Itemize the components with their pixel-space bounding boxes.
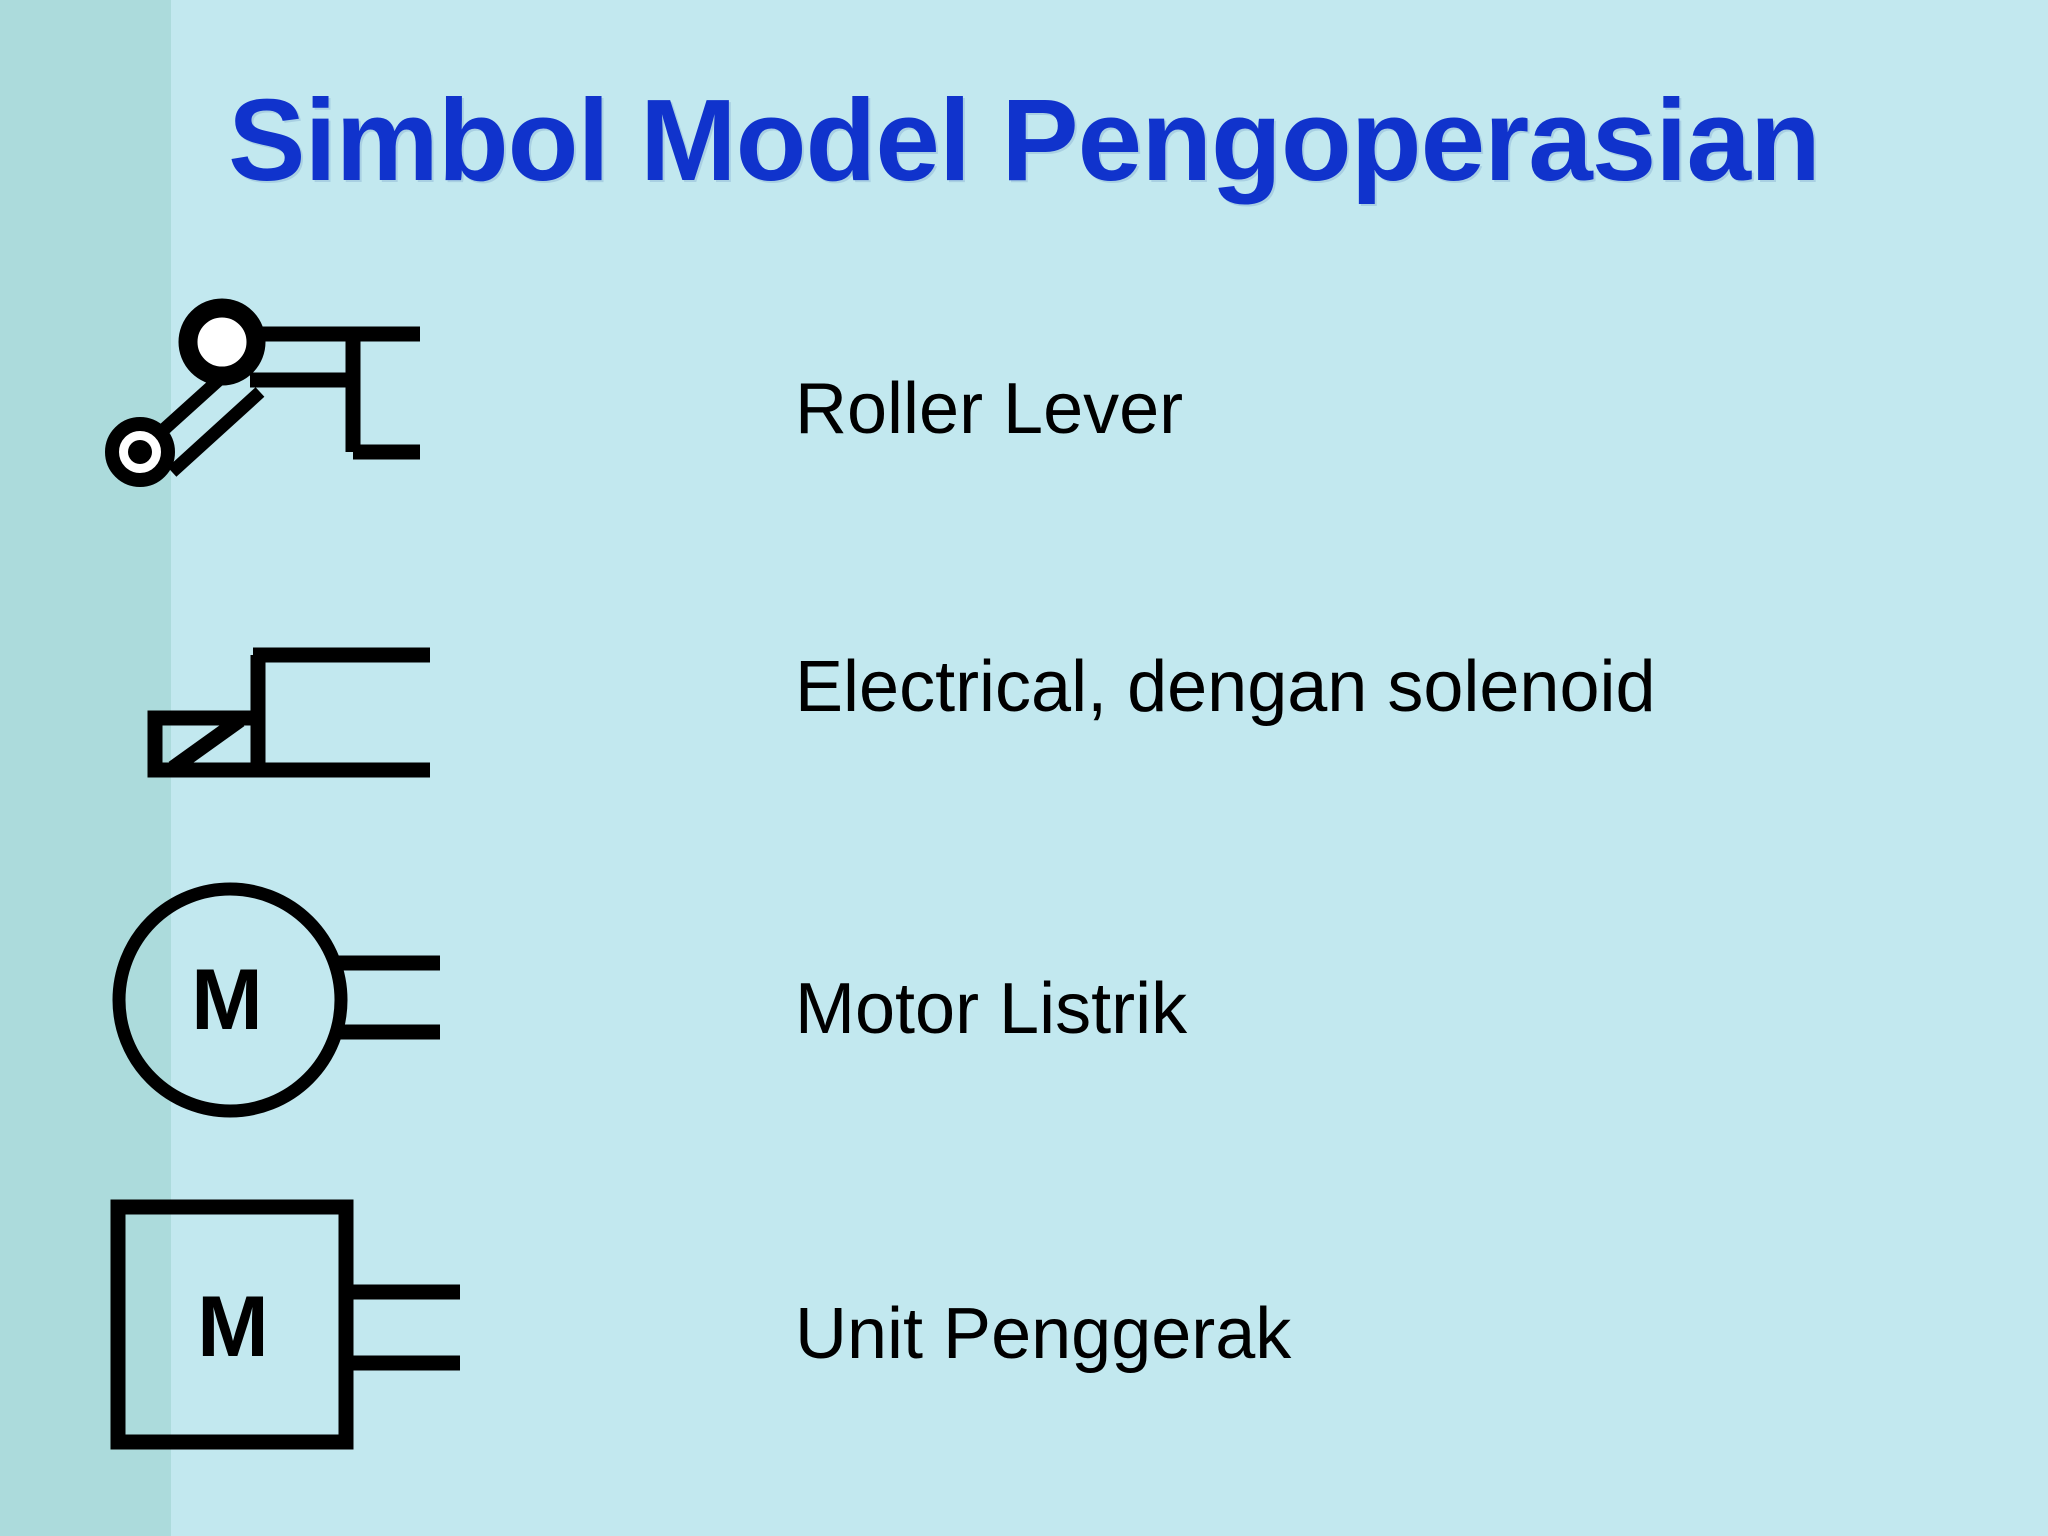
symbol-row-unit-penggerak: M Unit Penggerak — [0, 1195, 2048, 1475]
drive-unit-box-outline — [110, 1199, 354, 1450]
symbol-label-motor-listrik: Motor Listrik — [795, 969, 1188, 1049]
symbol-label-unit-penggerak: Unit Penggerak — [795, 1294, 1292, 1374]
symbol-label-electrical-solenoid: Electrical, dengan solenoid — [795, 647, 1656, 727]
roller-lever-icon — [105, 298, 420, 487]
motor-circle-outline — [112, 882, 348, 1118]
roller-wheel-icon — [178, 298, 266, 386]
solenoid-icon — [147, 647, 430, 778]
left-accent-band — [0, 0, 171, 1536]
page-title: Simbol Model Pengoperasian — [228, 75, 1821, 205]
motor-circle-icon: M — [112, 882, 440, 1118]
solenoid-symbol-wrap — [110, 600, 570, 800]
symbol-label-roller-lever: Roller Lever — [795, 369, 1184, 449]
symbol-row-electrical-solenoid: Electrical, dengan solenoid — [0, 600, 2048, 800]
drive-unit-letter-m: M — [197, 1279, 269, 1375]
symbol-row-roller-lever: Roller Lever — [0, 298, 2048, 520]
symbol-row-motor-listrik: M Motor Listrik — [0, 880, 2048, 1130]
motor-letter-m: M — [191, 952, 263, 1048]
drive-unit-square-icon: M — [110, 1199, 460, 1450]
motor-symbol-wrap: M — [110, 880, 570, 1118]
drive-unit-symbol-wrap: M — [110, 1195, 570, 1450]
roller-lever-symbol-wrap — [105, 298, 570, 500]
